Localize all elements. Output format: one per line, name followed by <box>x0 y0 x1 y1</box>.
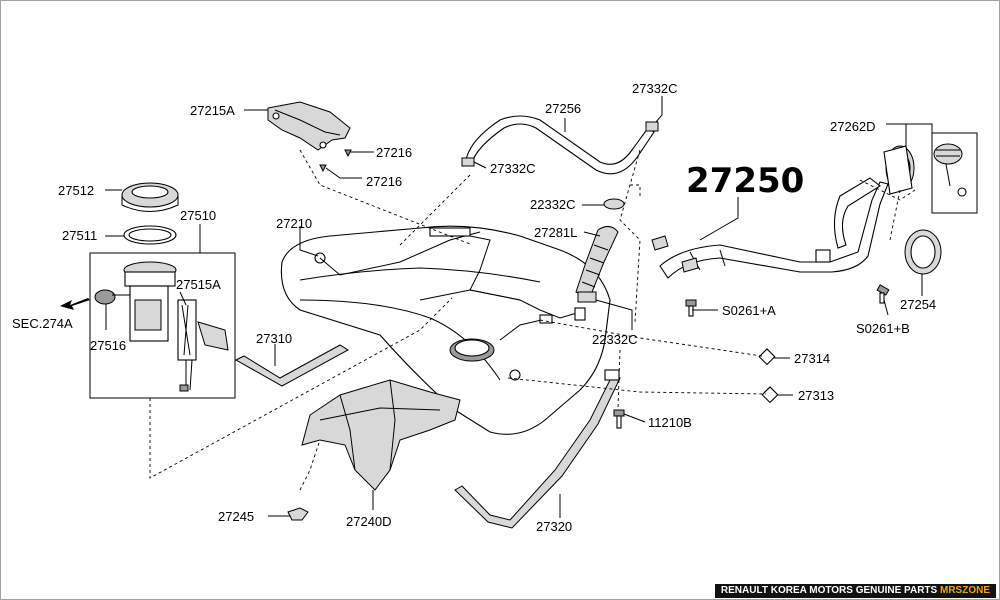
label-27216-a[interactable]: 27216 <box>376 145 412 160</box>
fuel-cap <box>933 143 967 197</box>
clip-27216-a <box>344 149 352 158</box>
label-27332c-mid[interactable]: 27332C <box>490 161 536 176</box>
bolt-s0261b <box>876 284 890 304</box>
label-22332c-a[interactable]: 22332C <box>530 197 576 212</box>
heat-shield <box>301 379 461 491</box>
label-27210[interactable]: 27210 <box>276 216 312 231</box>
footer-text: RENAULT KOREA MOTORS GENUINE PARTS <box>720 585 940 596</box>
label-27314[interactable]: 27314 <box>794 351 830 366</box>
clamp-27332c-top <box>645 121 659 132</box>
marker-27314 <box>758 348 776 366</box>
label-27516[interactable]: 27516 <box>90 338 126 353</box>
clamp-22332c-b <box>577 291 597 303</box>
label-s0261b[interactable]: S0261+B <box>856 321 910 336</box>
footer-accent: MRSZONE <box>940 585 990 596</box>
label-27256[interactable]: 27256 <box>545 101 581 116</box>
bracket-27215a <box>267 101 351 151</box>
label-27215a[interactable]: 27215A <box>190 103 235 118</box>
label-sec274a[interactable]: SEC.274A <box>12 316 73 331</box>
clip-27216-b <box>319 164 327 173</box>
label-11210b[interactable]: 11210B <box>648 415 692 430</box>
label-27510[interactable]: 27510 <box>180 208 216 223</box>
fuel-tank <box>280 225 611 435</box>
label-27262d[interactable]: 27262D <box>830 119 876 134</box>
label-27245[interactable]: 27245 <box>218 509 254 524</box>
sec274a-arrow <box>60 298 90 310</box>
label-22332c-b[interactable]: 22332C <box>592 332 638 347</box>
label-27511[interactable]: 27511 <box>62 228 97 243</box>
pump-module-box <box>89 252 236 399</box>
strap-bracket <box>604 369 620 381</box>
clip-27245 <box>287 507 309 521</box>
label-27310[interactable]: 27310 <box>256 331 292 346</box>
label-27512[interactable]: 27512 <box>58 183 94 198</box>
main-part-number: 27250 <box>686 161 804 201</box>
clamp-27332c-mid <box>461 157 475 167</box>
lock-ring <box>121 182 179 212</box>
reference-lines <box>149 149 916 491</box>
filler-housing <box>883 145 915 195</box>
clamp-22332c-a <box>603 198 625 210</box>
label-27240d[interactable]: 27240D <box>346 514 392 529</box>
seal-ring <box>123 225 177 245</box>
label-27216-b[interactable]: 27216 <box>366 174 402 189</box>
hose-27256 <box>465 115 655 175</box>
label-s0261a[interactable]: S0261+A <box>722 303 776 318</box>
label-27254[interactable]: 27254 <box>900 297 936 312</box>
leader-lines <box>105 96 933 518</box>
marker-27313 <box>761 386 779 404</box>
footer-banner: RENAULT KOREA MOTORS GENUINE PARTS MRSZO… <box>714 584 996 598</box>
bolt-s0261a <box>685 299 697 317</box>
label-27515a[interactable]: 27515A <box>176 277 221 292</box>
strap-27310 <box>234 344 349 387</box>
filler-neck <box>651 177 889 279</box>
bolt-11210b <box>613 409 625 429</box>
label-27332c-top[interactable]: 27332C <box>632 81 678 96</box>
label-27320[interactable]: 27320 <box>536 519 572 534</box>
cap-box <box>931 132 978 214</box>
gasket-27254 <box>904 229 942 275</box>
label-27281l[interactable]: 27281L <box>534 225 577 240</box>
fuel-pump-module <box>94 261 229 392</box>
label-27313[interactable]: 27313 <box>798 388 834 403</box>
